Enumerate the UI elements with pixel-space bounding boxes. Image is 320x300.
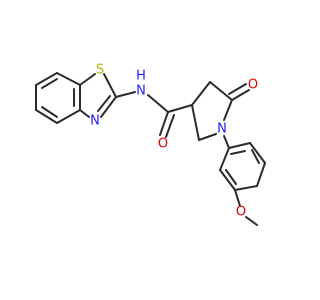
bond — [56, 109, 81, 124]
bond — [79, 109, 90, 118]
bond — [167, 104, 193, 113]
bond — [159, 111, 169, 136]
bond — [245, 216, 258, 226]
bond — [35, 109, 58, 124]
bond — [234, 185, 258, 191]
bond-double-inner — [41, 78, 58, 89]
methoxy-oxygen-atom: O — [236, 205, 246, 220]
amide-hydrogen-atom: H — [136, 69, 146, 84]
bond — [223, 99, 233, 121]
amide-nitrogen-atom: N — [136, 84, 146, 99]
bond-double-inner — [97, 95, 111, 112]
bond — [198, 133, 217, 141]
bond — [219, 169, 236, 191]
bond — [209, 81, 233, 101]
bond — [219, 147, 230, 171]
sulfur-atom: S — [96, 63, 104, 78]
bond-double-inner — [230, 150, 246, 155]
bond — [103, 73, 117, 98]
bond — [256, 162, 266, 187]
bond — [234, 189, 241, 207]
amide-oxygen-atom: O — [158, 137, 168, 152]
bond — [223, 135, 230, 149]
bond — [191, 104, 200, 141]
bond — [115, 91, 136, 98]
bond — [228, 83, 247, 95]
bond — [35, 72, 58, 86]
ring-nitrogen-atom: N — [217, 122, 227, 137]
bond — [191, 81, 211, 106]
atom-labels: S N N H O N O O — [90, 63, 258, 220]
bond-double-inner — [41, 106, 58, 118]
bond — [228, 142, 251, 149]
bond — [249, 142, 266, 164]
bond-double-inner — [251, 149, 260, 164]
bond-double-inner — [225, 169, 237, 185]
bond — [165, 114, 175, 138]
lactam-oxygen-atom: O — [248, 78, 258, 93]
bonds — [35, 72, 266, 226]
molecule-structure: S N N H O N O O — [35, 63, 266, 226]
bond — [100, 96, 117, 118]
bond — [79, 73, 96, 86]
bond — [147, 94, 169, 113]
bond — [231, 89, 250, 101]
thiazole-nitrogen-atom: N — [90, 114, 100, 129]
bond — [56, 72, 81, 86]
